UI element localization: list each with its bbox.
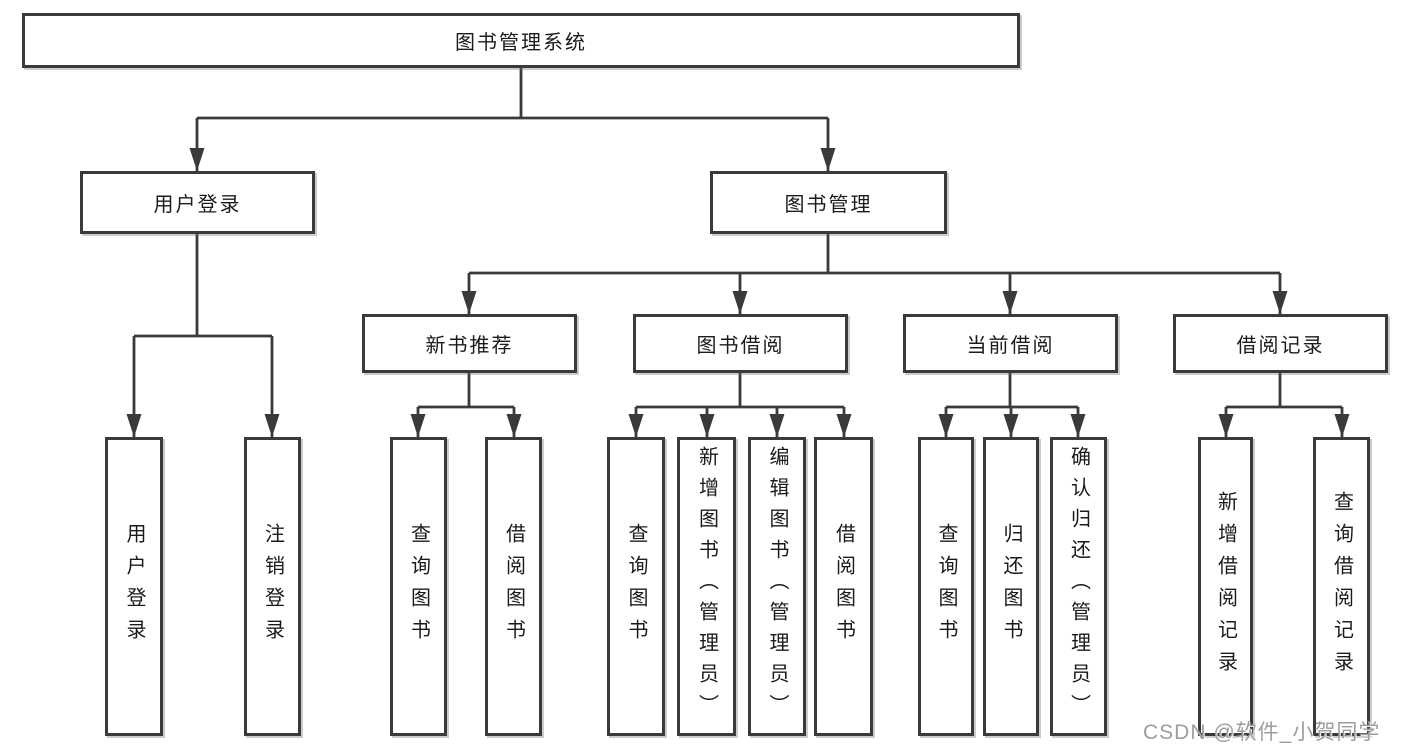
leaf-logout: 注销登录 bbox=[244, 437, 301, 736]
leaf-user-login: 用户登录 bbox=[105, 437, 163, 736]
leaf-confirm-return-admin: 确认归还（管理员） bbox=[1050, 437, 1107, 736]
leaf-query-borrow-record: 查询借阅记录 bbox=[1313, 437, 1370, 736]
leaf-query-book-2: 查询图书 bbox=[607, 437, 665, 736]
leaf-return-book: 归还图书 bbox=[983, 437, 1039, 736]
node-borrow-records: 借阅记录 bbox=[1173, 314, 1388, 373]
leaf-borrow-book-1: 借阅图书 bbox=[485, 437, 542, 736]
node-new-book-recommend: 新书推荐 bbox=[362, 314, 577, 373]
leaf-query-book-1: 查询图书 bbox=[390, 437, 447, 736]
leaf-add-book-admin: 新增图书（管理员） bbox=[677, 437, 736, 736]
leaf-add-borrow-record: 新增借阅记录 bbox=[1198, 437, 1253, 736]
leaf-edit-book-admin: 编辑图书（管理员） bbox=[748, 437, 806, 736]
leaf-borrow-book-2: 借阅图书 bbox=[814, 437, 873, 736]
node-book-management: 图书管理 bbox=[710, 171, 947, 234]
node-current-borrow: 当前借阅 bbox=[903, 314, 1118, 373]
node-book-management-system: 图书管理系统 bbox=[22, 13, 1020, 68]
leaf-query-book-3: 查询图书 bbox=[918, 437, 974, 736]
node-book-borrow: 图书借阅 bbox=[633, 314, 848, 373]
csdn-watermark: CSDN @软件_小贺同学 bbox=[1143, 721, 1381, 744]
node-user-login: 用户登录 bbox=[80, 171, 315, 234]
